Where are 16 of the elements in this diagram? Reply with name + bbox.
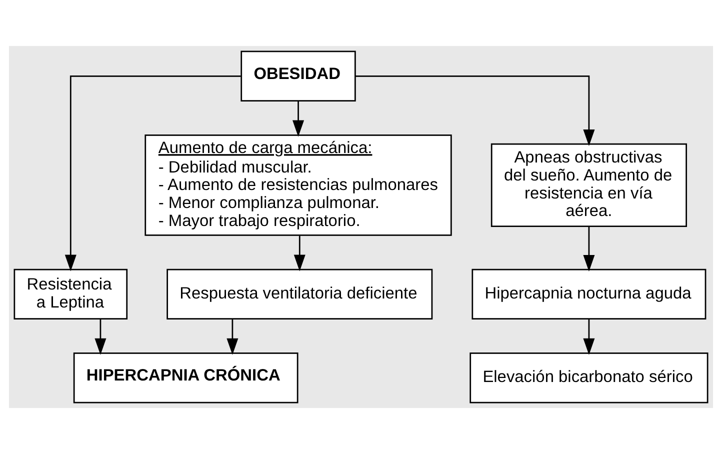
node-box: Resistencia a Leptina xyxy=(14,268,128,320)
node-box: HIPERCAPNIA CRÓNICA xyxy=(73,352,298,404)
node-box: Respuesta ventilatoria deficiente xyxy=(166,268,433,320)
node-box: Aumento de carga mecánica: - Debilidad muscular. - Aumento de resistencias pulmonares - Menor complianza pulmonar. - Mayor trabajo respiratorio. xyxy=(144,134,452,236)
arrow xyxy=(355,75,595,146)
arrow xyxy=(292,100,304,137)
node-box: Apneas obstructivas del sueño. Aumento de resistencia en vía aérea. xyxy=(490,143,687,227)
node-box: Hipercapnia nocturna aguda xyxy=(472,268,706,320)
arrow xyxy=(583,319,595,355)
node-box: Elevación bicarbonato sérico xyxy=(470,352,708,404)
node-box: OBESIDAD xyxy=(240,50,356,102)
arrow xyxy=(64,75,241,272)
arrow xyxy=(226,319,238,355)
arrow xyxy=(294,236,306,272)
arrow xyxy=(94,319,106,355)
arrow xyxy=(583,226,595,272)
